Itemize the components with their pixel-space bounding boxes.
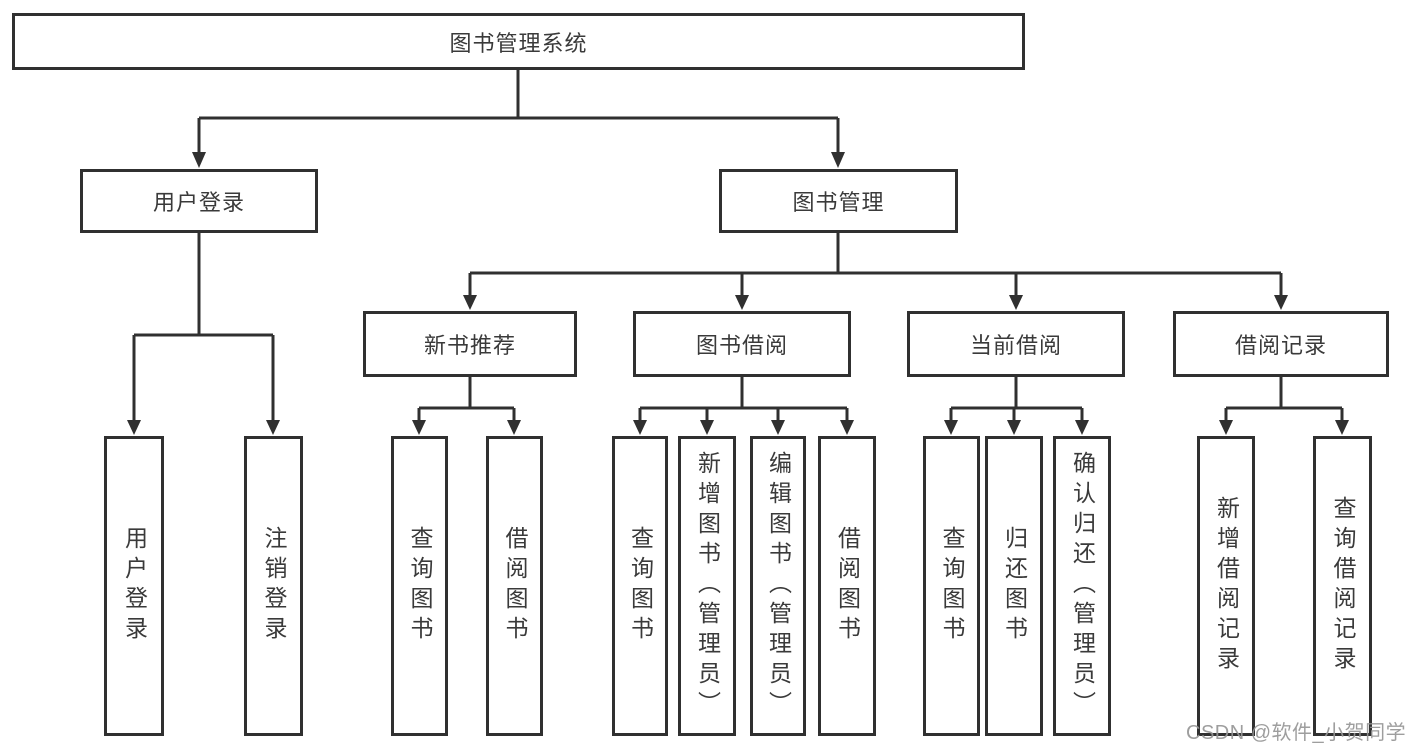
leaf-query-books-borrow: 查询图书	[612, 436, 668, 736]
node-current-borrow: 当前借阅	[907, 311, 1125, 377]
node-book-management: 图书管理	[719, 169, 958, 233]
node-library-management-system: 图书管理系统	[12, 13, 1025, 70]
leaf-add-borrow-record: 新增借阅记录	[1197, 436, 1255, 736]
node-user-login: 用户登录	[80, 169, 318, 233]
node-book-borrow: 图书借阅	[633, 311, 851, 377]
csdn-watermark: CSDN @软件_小贺同学	[1186, 722, 1405, 744]
node-new-book-recommend: 新书推荐	[363, 311, 577, 377]
leaf-add-books-admin: 新增图书（管理员）	[678, 436, 736, 736]
leaf-query-borrow-record: 查询借阅记录	[1313, 436, 1372, 736]
leaf-query-books-current: 查询图书	[923, 436, 980, 736]
leaf-borrow-books-recommend: 借阅图书	[486, 436, 543, 736]
leaf-return-books: 归还图书	[985, 436, 1043, 736]
leaf-user-login: 用户登录	[104, 436, 164, 736]
leaf-edit-books-admin: 编辑图书（管理员）	[750, 436, 806, 736]
leaf-confirm-return-admin: 确认归还（管理员）	[1053, 436, 1111, 736]
leaf-query-books-recommend: 查询图书	[391, 436, 448, 736]
leaf-borrow-books: 借阅图书	[818, 436, 876, 736]
leaf-logout: 注销登录	[244, 436, 303, 736]
node-borrow-records: 借阅记录	[1173, 311, 1389, 377]
